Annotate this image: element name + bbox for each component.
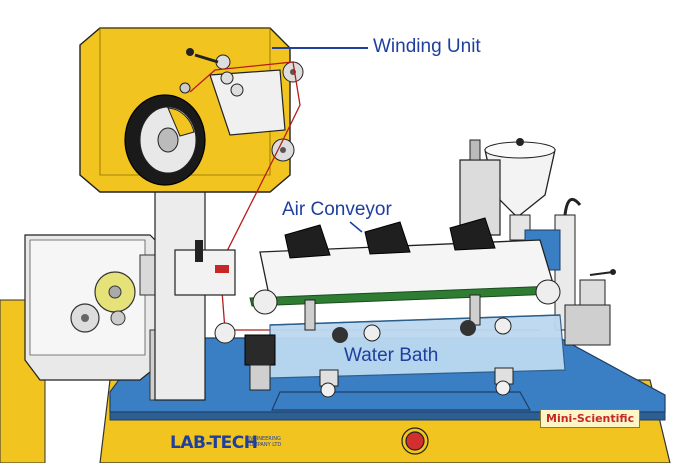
labtech-logo: LAB-TECH ENGINEERING COMPANY LTD [168, 432, 286, 456]
extruder-body [459, 159, 501, 236]
emergency-stop-button [405, 431, 425, 451]
water-bath-label: Water Bath [344, 345, 439, 366]
mini-scientific-logo: Mini-Scientific [540, 409, 641, 428]
labtech-logo-sub: ENGINEERING COMPANY LTD [246, 436, 282, 448]
winding-unit-label: Winding Unit [373, 36, 481, 57]
air-conveyor-leader [349, 221, 363, 233]
air-conveyor-label: Air Conveyor [282, 199, 392, 220]
filament-line [189, 61, 540, 331]
labtech-logo-main: LAB-TECH [170, 433, 258, 453]
